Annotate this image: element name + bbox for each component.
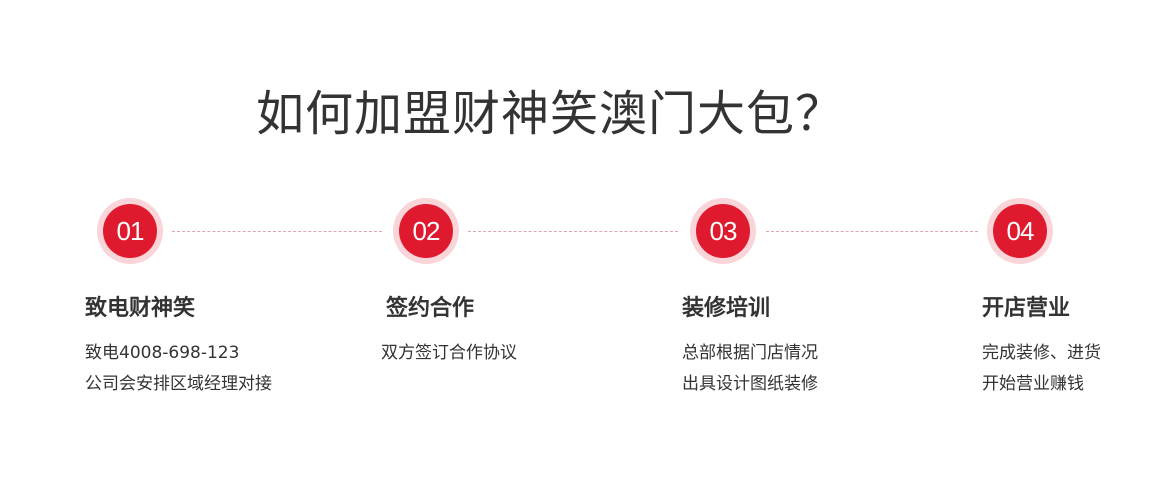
step-3-description: 总部根据门店情况 出具设计图纸装修 [682,338,818,400]
step-4-title: 开店营业 [982,296,1071,321]
step-3-badge: 03 [690,198,756,264]
step-4-badge: 04 [987,198,1053,264]
step-connector [172,231,382,232]
step-connector [766,231,978,232]
step-2-desc-line: 双方签订合作协议 [381,343,517,363]
step-3-desc-line: 总部根据门店情况 [682,343,818,363]
step-3-number: 03 [696,204,750,258]
step-1-title: 致电财神笑 [85,296,196,321]
step-1-desc-line: 公司会安排区域经理对接 [85,374,272,394]
step-4-desc-line: 完成装修、进货 [982,343,1101,363]
step-3-title: 装修培训 [682,296,771,321]
step-3-desc-line: 出具设计图纸装修 [682,374,818,394]
page-title: 如何加盟财神笑澳门大包？ [256,86,845,143]
step-1-description: 致电4008-698-123 公司会安排区域经理对接 [85,338,272,400]
step-4-desc-line: 开始营业赚钱 [982,374,1084,394]
step-4-description: 完成装修、进货 开始营业赚钱 [982,338,1101,400]
step-2-number: 02 [399,204,453,258]
step-connector [468,231,678,232]
step-1-desc-line: 致电4008-698-123 [85,343,240,363]
step-2-badge: 02 [393,198,459,264]
step-2-title: 签约合作 [386,296,475,321]
step-2-description: 双方签订合作协议 [381,338,517,369]
step-4-number: 04 [993,204,1047,258]
step-1-number: 01 [103,204,157,258]
step-1-badge: 01 [97,198,163,264]
